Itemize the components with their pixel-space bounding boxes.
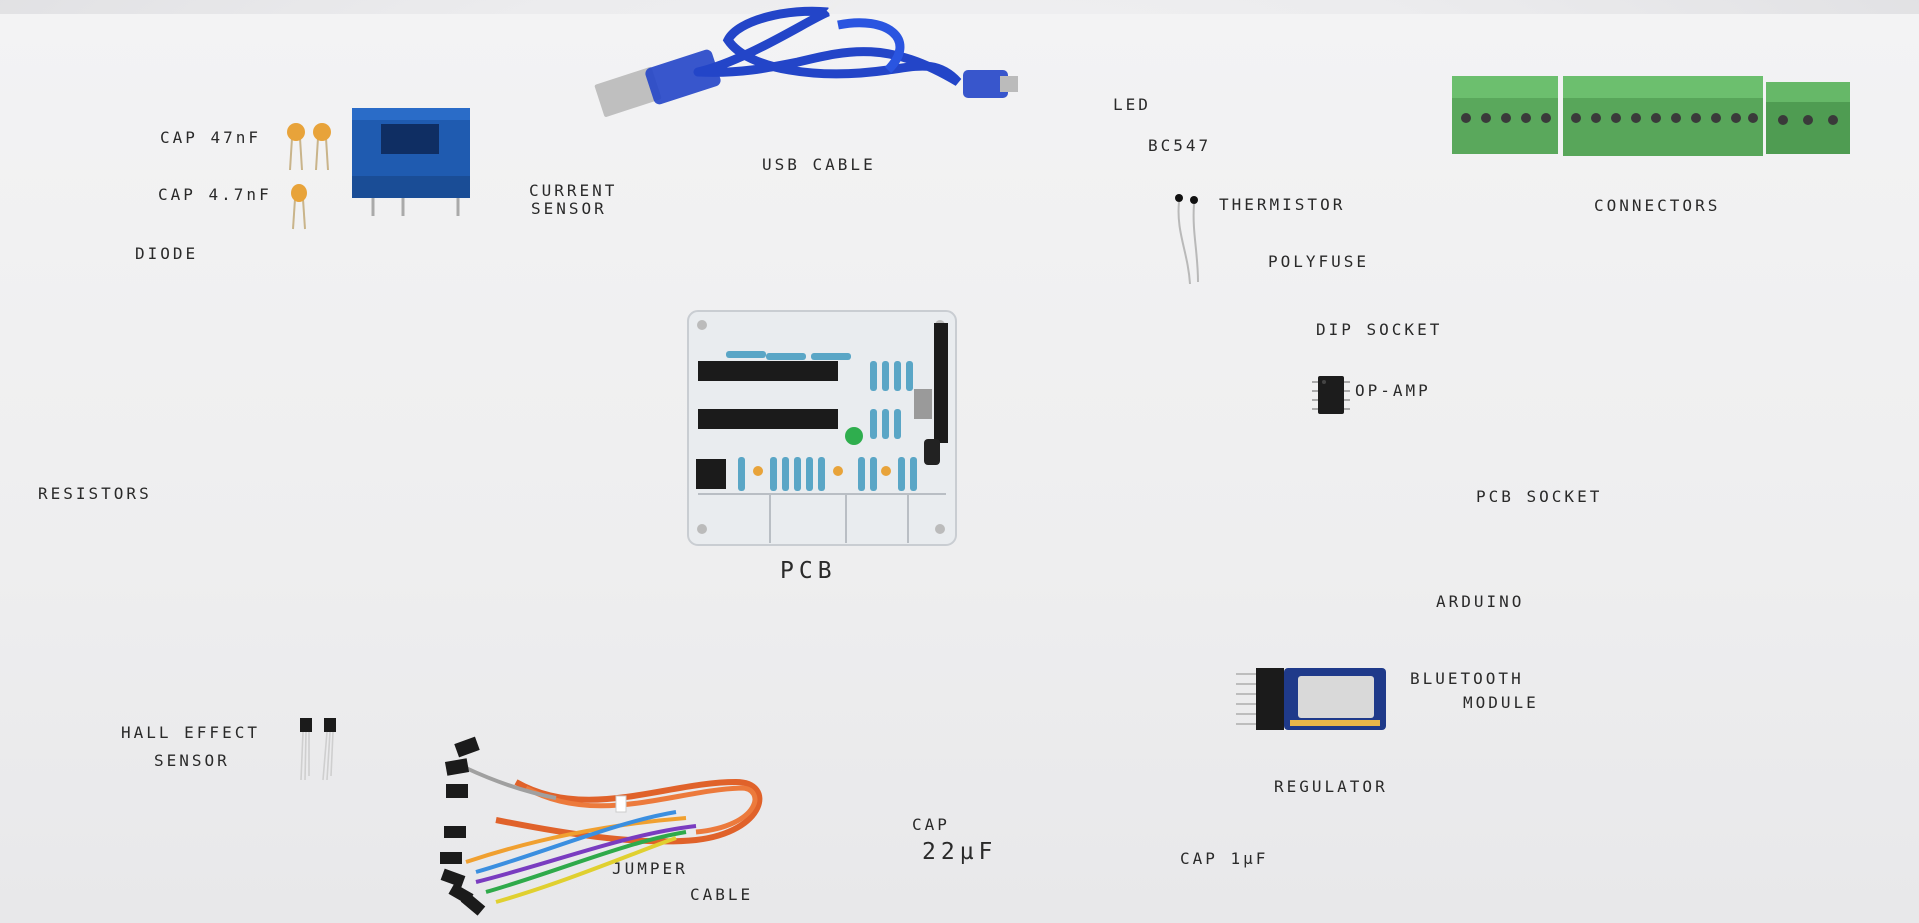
label-current-sensor-line2: SENSOR (531, 199, 607, 218)
label-usb-cable: USB CABLE (762, 155, 876, 174)
label-regulator: REGULATOR (1274, 777, 1388, 796)
label-dip-socket: DIP SOCKET (1316, 320, 1443, 339)
label-thermistor: THERMISTOR (1219, 195, 1346, 214)
label-cap-22uf-value: 22µF (922, 839, 998, 865)
label-connectors: CONNECTORS (1594, 196, 1721, 215)
label-cap-22uf: CAP (912, 815, 950, 834)
label-current-sensor-line1: CURRENT (529, 181, 618, 200)
capacitor-4-7nf-icon (291, 184, 307, 230)
thermistor-icon (1175, 194, 1199, 285)
label-cap-1uf: CAP 1µF (1180, 849, 1269, 868)
op-amp-chip-icon (1312, 376, 1350, 414)
pcb-board-icon (687, 310, 957, 546)
label-resistors: RESISTORS (38, 484, 152, 503)
label-hall-effect-line1: HALL EFFECT (121, 723, 260, 742)
label-diode: DIODE (135, 244, 199, 263)
label-cap-47nf: CAP 47nF (160, 128, 262, 147)
screw-terminal-connectors-icon (1452, 76, 1850, 156)
label-op-amp: OP-AMP (1355, 381, 1431, 400)
label-led: LED (1113, 95, 1151, 114)
label-jumper-cable-line1: JUMPER (612, 859, 688, 878)
hall-effect-sensor-icon (300, 718, 336, 781)
jumper-cable-icon (440, 736, 763, 916)
usb-cable-icon (594, 0, 1018, 117)
label-arduino: ARDUINO (1436, 592, 1525, 611)
capacitor-47nf-icon (287, 123, 331, 171)
label-pcb: PCB (780, 558, 837, 584)
current-sensor-icon (352, 108, 470, 216)
label-pcb-socket: PCB SOCKET (1476, 487, 1603, 506)
label-bc547: BC547 (1148, 136, 1212, 155)
bluetooth-module-icon (1236, 668, 1386, 730)
label-cap-4-7nf: CAP 4.7nF (158, 185, 272, 204)
label-bluetooth-line1: BLUETOOTH (1410, 669, 1524, 688)
label-polyfuse: POLYFUSE (1268, 252, 1370, 271)
photo-backdrop (0, 14, 1919, 923)
label-jumper-cable-line2: CABLE (690, 885, 754, 904)
label-hall-effect-line2: SENSOR (154, 751, 230, 770)
label-bluetooth-line2: MODULE (1463, 693, 1539, 712)
